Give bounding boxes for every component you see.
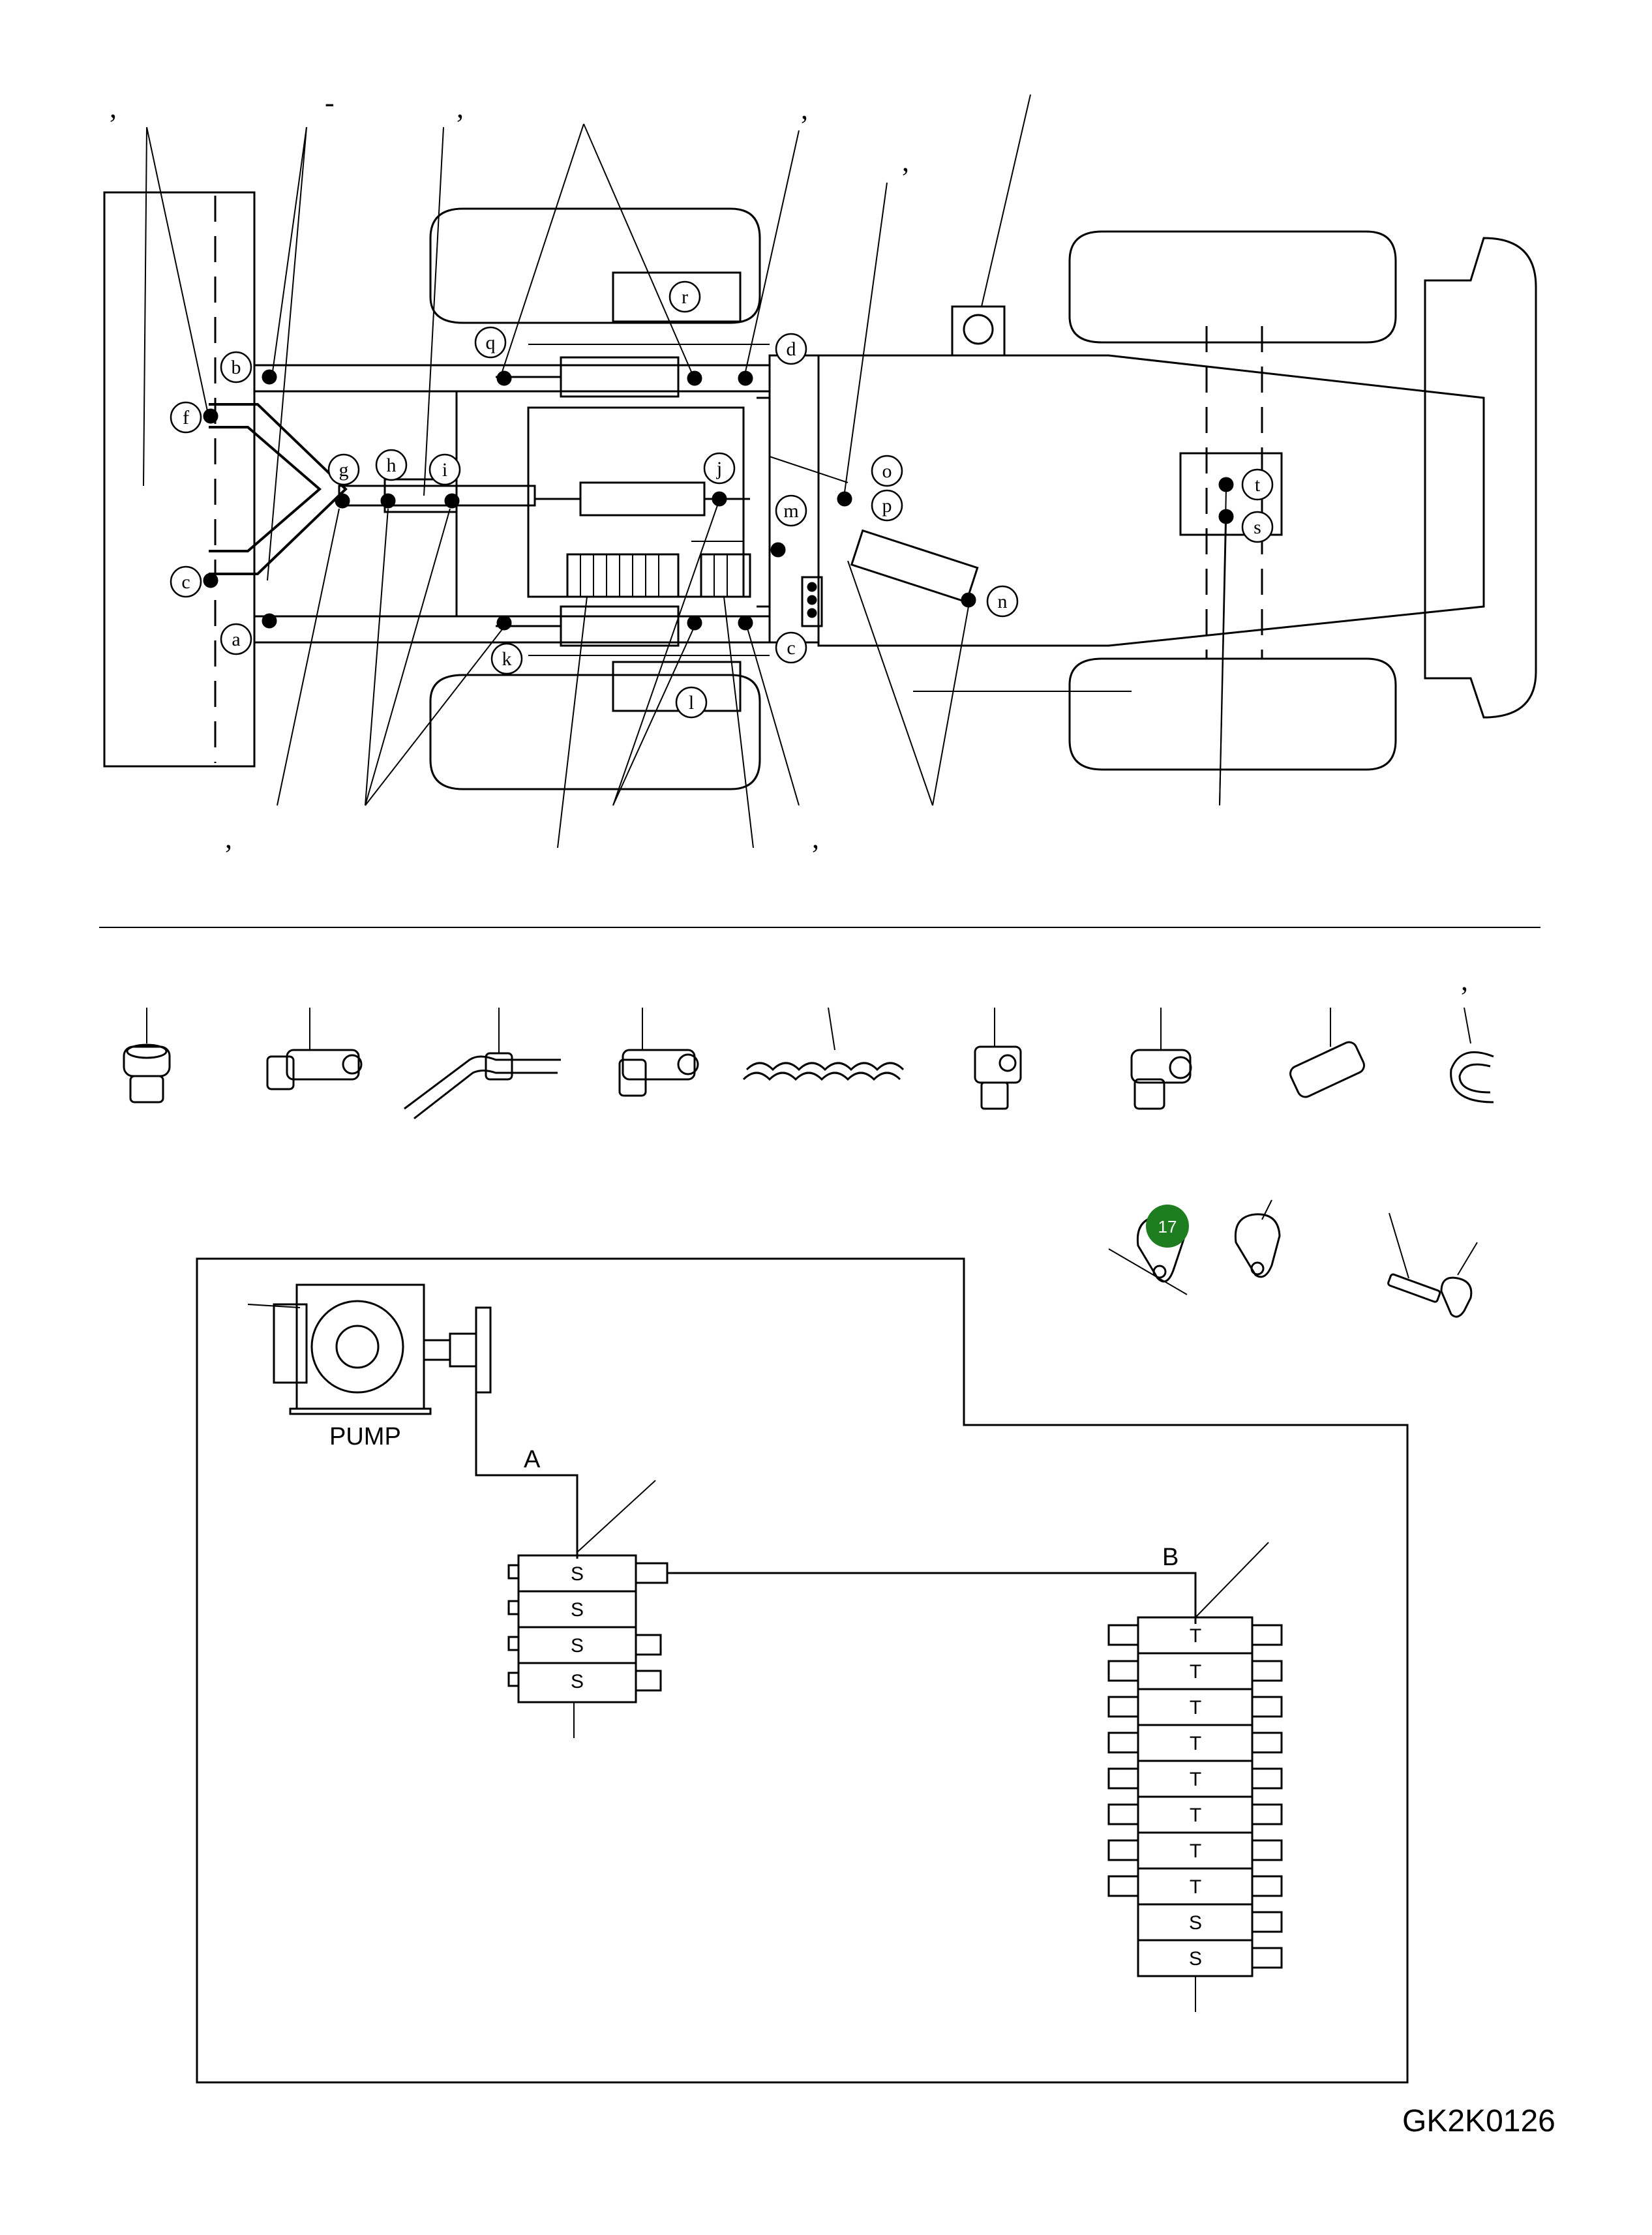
bubble-p: p (871, 489, 903, 522)
bubble-s: s (1241, 511, 1274, 543)
bubble-n: n (986, 585, 1019, 618)
elbow-connector-icon (266, 1008, 363, 1090)
lube-schematic: PUMP A S S S S B (196, 1257, 1409, 2084)
svg-text:l: l (689, 692, 694, 713)
svg-text:b: b (232, 357, 241, 378)
swivel-elbow-icon (1130, 1008, 1192, 1110)
leader-mark: , (1461, 965, 1468, 997)
bubble-c-right: c (775, 631, 807, 664)
block-label: T (1190, 1625, 1201, 1647)
bubble-a: a (220, 623, 252, 655)
pump-label: PUMP (329, 1423, 401, 1450)
svg-text:f: f (183, 407, 189, 428)
clamp-2-icon (1234, 1199, 1281, 1278)
bubble-o: o (871, 455, 903, 487)
machine-plan-view: , - , , , , , , a b c c d f g h i j k l … (103, 87, 1537, 997)
hose-icon (404, 1008, 561, 1120)
leader-mark: , (812, 822, 819, 854)
block-label: T (1190, 1769, 1201, 1790)
block-label: S (571, 1635, 584, 1657)
svg-text:q: q (486, 332, 496, 353)
leader-mark: , (457, 92, 464, 124)
block-label: S (1189, 1912, 1202, 1934)
svg-text:p: p (882, 495, 892, 517)
svg-text:a: a (232, 629, 240, 650)
block-label: T (1190, 1733, 1201, 1754)
svg-text:n: n (998, 591, 1008, 612)
bubble-t: t (1241, 468, 1274, 501)
drawing-code: GK2K0126 (1402, 2104, 1555, 2138)
spiral-guard-icon (742, 1007, 905, 1081)
straight-fitting-icon (123, 1008, 171, 1103)
bolt-clamp-icon (1387, 1212, 1478, 1318)
svg-text:g: g (339, 459, 349, 481)
svg-text:d: d (787, 338, 796, 360)
block-label: T (1190, 1876, 1201, 1898)
block-label: S (571, 1563, 584, 1585)
callout-badge (1146, 1205, 1189, 1248)
coupling-icon (1289, 1008, 1365, 1098)
svg-text:m: m (783, 500, 798, 522)
svg-text:t: t (1255, 474, 1261, 496)
block-label: S (571, 1599, 584, 1621)
bubble-l: l (675, 686, 708, 719)
elbow-fitting-icon (618, 1008, 699, 1097)
leader-mark: , (801, 93, 808, 125)
clip-ring-icon (1450, 1007, 1494, 1103)
svg-text:k: k (502, 648, 512, 670)
bubble-h: h (375, 449, 408, 481)
left-divider-block: S S S S (507, 1554, 668, 1738)
block-fitting-icon (974, 1008, 1022, 1110)
leader-mark: , (225, 822, 232, 854)
svg-text:c: c (181, 571, 190, 593)
bubble-f: f (170, 401, 202, 434)
bubble-j: j (703, 452, 736, 485)
block-label: T (1190, 1805, 1201, 1826)
callout-17: 17 (1146, 1205, 1189, 1248)
bubble-b: b (220, 351, 252, 383)
bubble-q: q (474, 326, 507, 359)
fittings-row (123, 1007, 1494, 1120)
svg-text:j: j (716, 458, 722, 479)
callout-number: 17 (1158, 1217, 1177, 1237)
block-label: S (571, 1671, 584, 1692)
svg-text:i: i (442, 459, 447, 481)
bubble-m: m (775, 494, 807, 527)
block-label: T (1190, 1697, 1201, 1718)
bubble-g: g (327, 453, 360, 486)
block-label: T (1190, 1661, 1201, 1683)
svg-text:h: h (387, 455, 397, 476)
svg-text:c: c (787, 637, 795, 659)
leader-mark: , (110, 92, 117, 124)
line-a-label: A (524, 1446, 541, 1473)
right-divider-block: T T T T T T T T S S (1107, 1616, 1283, 2012)
svg-text:r: r (682, 286, 688, 308)
bubble-i: i (428, 453, 461, 486)
pump-icon (247, 1283, 492, 1471)
bubble-c-left: c (170, 565, 202, 598)
bubble-r: r (668, 280, 701, 313)
block-label: T (1190, 1840, 1201, 1862)
bubble-k: k (490, 642, 523, 675)
line-b-label: B (1162, 1544, 1179, 1571)
leader-mark: , (902, 145, 909, 177)
leader-mark: - (325, 87, 335, 119)
block-label: S (1189, 1948, 1202, 1970)
svg-text:o: o (882, 460, 892, 482)
svg-text:s: s (1254, 517, 1261, 538)
bubble-d: d (775, 333, 807, 365)
clamps-group: 17 (1108, 1199, 1478, 1318)
